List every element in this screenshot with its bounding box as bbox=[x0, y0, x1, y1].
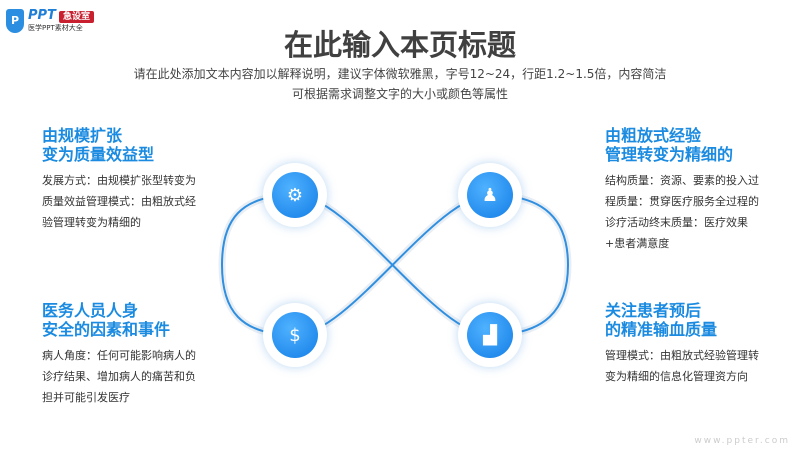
block-heading: 由粗放式经验 bbox=[605, 126, 702, 145]
page-title: 在此输入本页标题 bbox=[283, 28, 516, 62]
block-bottom-right: 关注患者预后的精准输血质量 管理模式：由粗放式经验管理转变为精细的信息化管理资方… bbox=[605, 301, 765, 387]
block-body: 结构质量：资源、要素的投入过程质量：贯穿医疗服务全过程的诊疗活动终末质量：医疗效… bbox=[605, 174, 759, 250]
block-heading: 的精准输血质量 bbox=[605, 320, 718, 339]
money-hand-icon: $ bbox=[272, 312, 318, 358]
block-body: 管理模式：由粗放式经验管理转变为精细的信息化管理资方向 bbox=[605, 349, 759, 383]
block-body: 发展方式：由规模扩张型转变为质量效益管理模式：由粗放式经验管理转变为精细的 bbox=[42, 174, 196, 229]
block-heading: 医务人员人身 bbox=[42, 301, 139, 320]
logo-tagline: 医学PPT素材大全 bbox=[28, 24, 83, 32]
shield-logo-icon: P bbox=[6, 8, 24, 33]
block-bottom-left: 医务人员人身安全的因素和事件 病人角度：任何可能影响病人的诊疗结果、增加病人的痛… bbox=[42, 301, 202, 408]
watermark: www.ppter.com bbox=[694, 436, 790, 446]
subtitle-line: 请在此处添加文本内容加以解释说明，建议字体微软雅黑，字号12~24，行距1.2~… bbox=[133, 67, 667, 81]
node-bottom-left: $ bbox=[263, 303, 327, 367]
page-subtitle: 请在此处添加文本内容加以解释说明，建议字体微软雅黑，字号12~24，行距1.2~… bbox=[0, 64, 800, 104]
node-top-right: ♟ bbox=[458, 163, 522, 227]
block-heading: 关注患者预后 bbox=[605, 301, 702, 320]
block-body: 病人角度：任何可能影响病人的诊疗结果、增加病人的痛苦和负担并可能引发医疗 bbox=[42, 349, 196, 404]
node-bottom-right: ▟ bbox=[458, 303, 522, 367]
block-heading: 变为质量效益型 bbox=[42, 145, 155, 164]
logo-name: PPT bbox=[28, 8, 56, 23]
block-top-left: 由规模扩张变为质量效益型 发展方式：由规模扩张型转变为质量效益管理模式：由粗放式… bbox=[42, 126, 202, 233]
block-heading: 管理转变为精细的 bbox=[605, 145, 734, 164]
logo-badge: 急设室 bbox=[58, 11, 94, 23]
node-top-left: ⚙ bbox=[263, 163, 327, 227]
person-gear-icon: ♟ bbox=[467, 172, 513, 218]
block-heading: 安全的因素和事件 bbox=[42, 320, 171, 339]
subtitle-line: 可根据需求调整文字的大小或颜色等属性 bbox=[291, 87, 508, 101]
gears-icon: ⚙ bbox=[272, 172, 318, 218]
bar-chart-icon: ▟ bbox=[467, 312, 513, 358]
block-top-right: 由粗放式经验管理转变为精细的 结构质量：资源、要素的投入过程质量：贯穿医疗服务全… bbox=[605, 126, 765, 254]
block-heading: 由规模扩张 bbox=[42, 126, 123, 145]
